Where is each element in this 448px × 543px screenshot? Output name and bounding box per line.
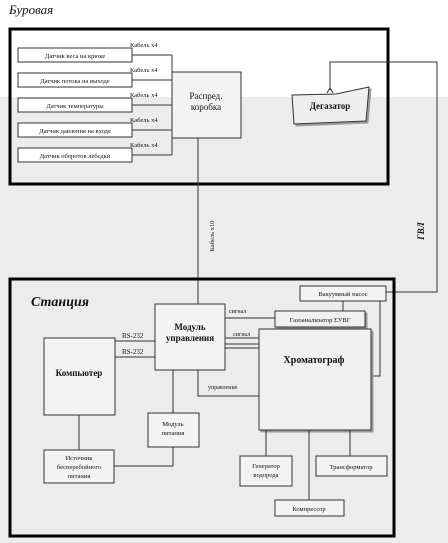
computer-label: Компьютер [56,368,103,378]
transformer-box [315,455,388,477]
signal-label-1: сигнал [229,309,246,315]
chromatograph-box [258,328,372,431]
vacuum-pump-lines [342,301,381,377]
ups-lines [78,415,174,467]
rs232-label-2: RS-232 [122,348,144,356]
vacuum-pump-label: Вакуумный насос [318,291,367,298]
control-module-label-line1: Модуль [174,322,205,332]
transformer-label: Трансформатор [330,464,373,471]
sensor-cables [132,54,173,156]
junction-box-label-line2: коробка [191,102,221,112]
sensor-temperature-label: Датчик температуры [46,103,104,110]
drilling-title: Буровая [8,2,53,17]
ups-label-line3: питания [68,473,91,480]
gas-analyzer-box [274,310,366,328]
power-module-label-line1: Модуль [162,421,183,428]
gvl-label: ГВЛ [416,221,426,240]
sensor-pressure-label: Датчик давления на входе [39,128,111,135]
chromatograph-peripheral-lines [265,430,351,500]
degasser-inlet-mark [326,87,334,94]
sensors-group: Датчик веса на крюке Датчик потока на вы… [17,47,133,163]
compressor-label: Компрессор [292,506,325,513]
rs232-label-1: RS-232 [122,332,144,340]
junction-box-label-line1: Распред. [189,91,222,101]
degasser-label: Дегазатор [310,101,351,111]
cable-label-3: Кабель х4 [130,92,158,99]
gas-analyzer-label: Газоанализатор ΣУВГ [290,317,351,324]
control-module-box [154,303,226,371]
hydrogen-generator-box [239,455,293,487]
station-frame [8,277,396,538]
station-title: Станция [31,295,89,310]
cable-label-1: Кабель х4 [130,42,158,49]
control-label: управление [208,385,238,391]
compressor-box [274,499,345,517]
ups-label-line2: бесперебойного [57,464,101,471]
cable-label-2: Кабель х4 [130,67,158,74]
junction-box [171,71,242,139]
degasser-box [291,86,370,125]
cable-label-5: Кабель х4 [130,142,158,149]
rs232-lines [115,340,155,358]
cable-x10-label: Кабель х10 [209,221,216,252]
signal-label-2: сигнал [233,332,250,338]
ups-box [43,449,115,484]
hydrogen-generator-label-line2: водорода [253,472,278,479]
cable-label-4: Кабель х4 [130,117,158,124]
module-signal-lines [197,317,275,397]
ups-label-line1: Источник [66,455,94,462]
control-module-label-line2: управления [166,333,214,343]
sensor-winch-label: Датчик оборотов лебедки [40,153,111,160]
sensor-flow-label: Датчик потока на выходе [40,78,110,85]
hydrogen-generator-label-line1: Генератор [252,463,280,470]
computer-box [43,337,116,416]
gvl-line [329,61,438,293]
chromatograph-label: Хроматограф [284,355,345,366]
drilling-site-frame [8,27,390,186]
power-module-label-line2: питания [162,430,185,437]
sensor-weight-label: Датчик веса на крюке [45,53,105,60]
